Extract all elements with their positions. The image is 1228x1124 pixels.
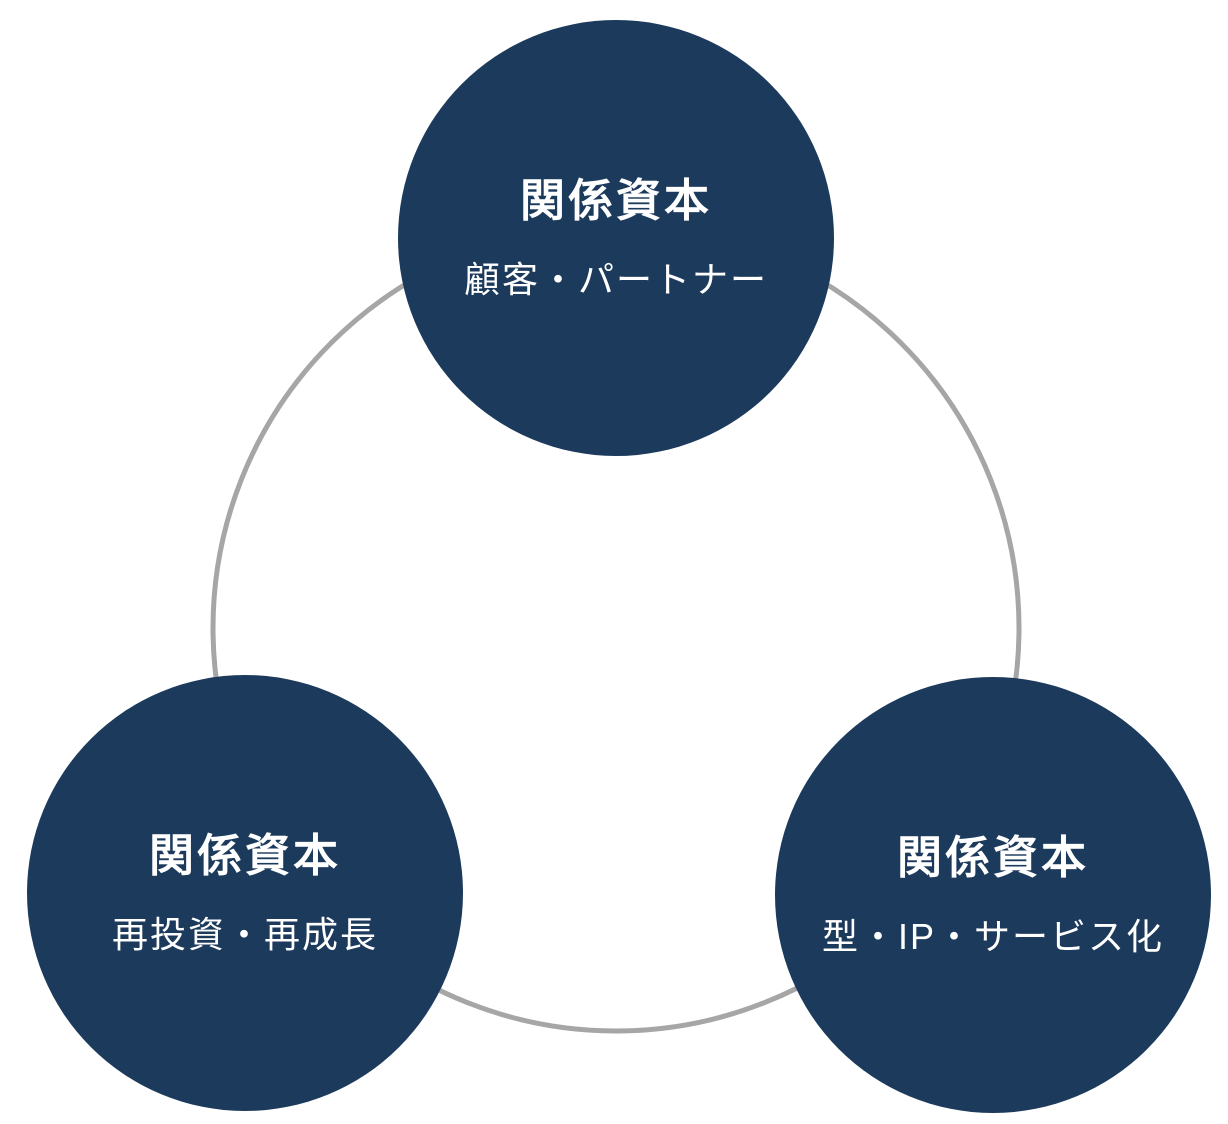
node-subtitle: 再投資・再成長 (111, 914, 378, 956)
node-subtitle: 顧客・パートナー (463, 259, 768, 301)
node-title: 関係資本 (148, 829, 341, 881)
node-circle-top: 関係資本 顧客・パートナー (398, 20, 834, 456)
node-title: 関係資本 (519, 174, 712, 226)
node-circle-bottom-left: 関係資本 再投資・再成長 (27, 675, 463, 1111)
node-circle-bottom-right: 関係資本 型・IP・サービス化 (775, 677, 1211, 1113)
node-title: 関係資本 (896, 831, 1089, 883)
node-subtitle: 型・IP・サービス化 (821, 916, 1164, 958)
